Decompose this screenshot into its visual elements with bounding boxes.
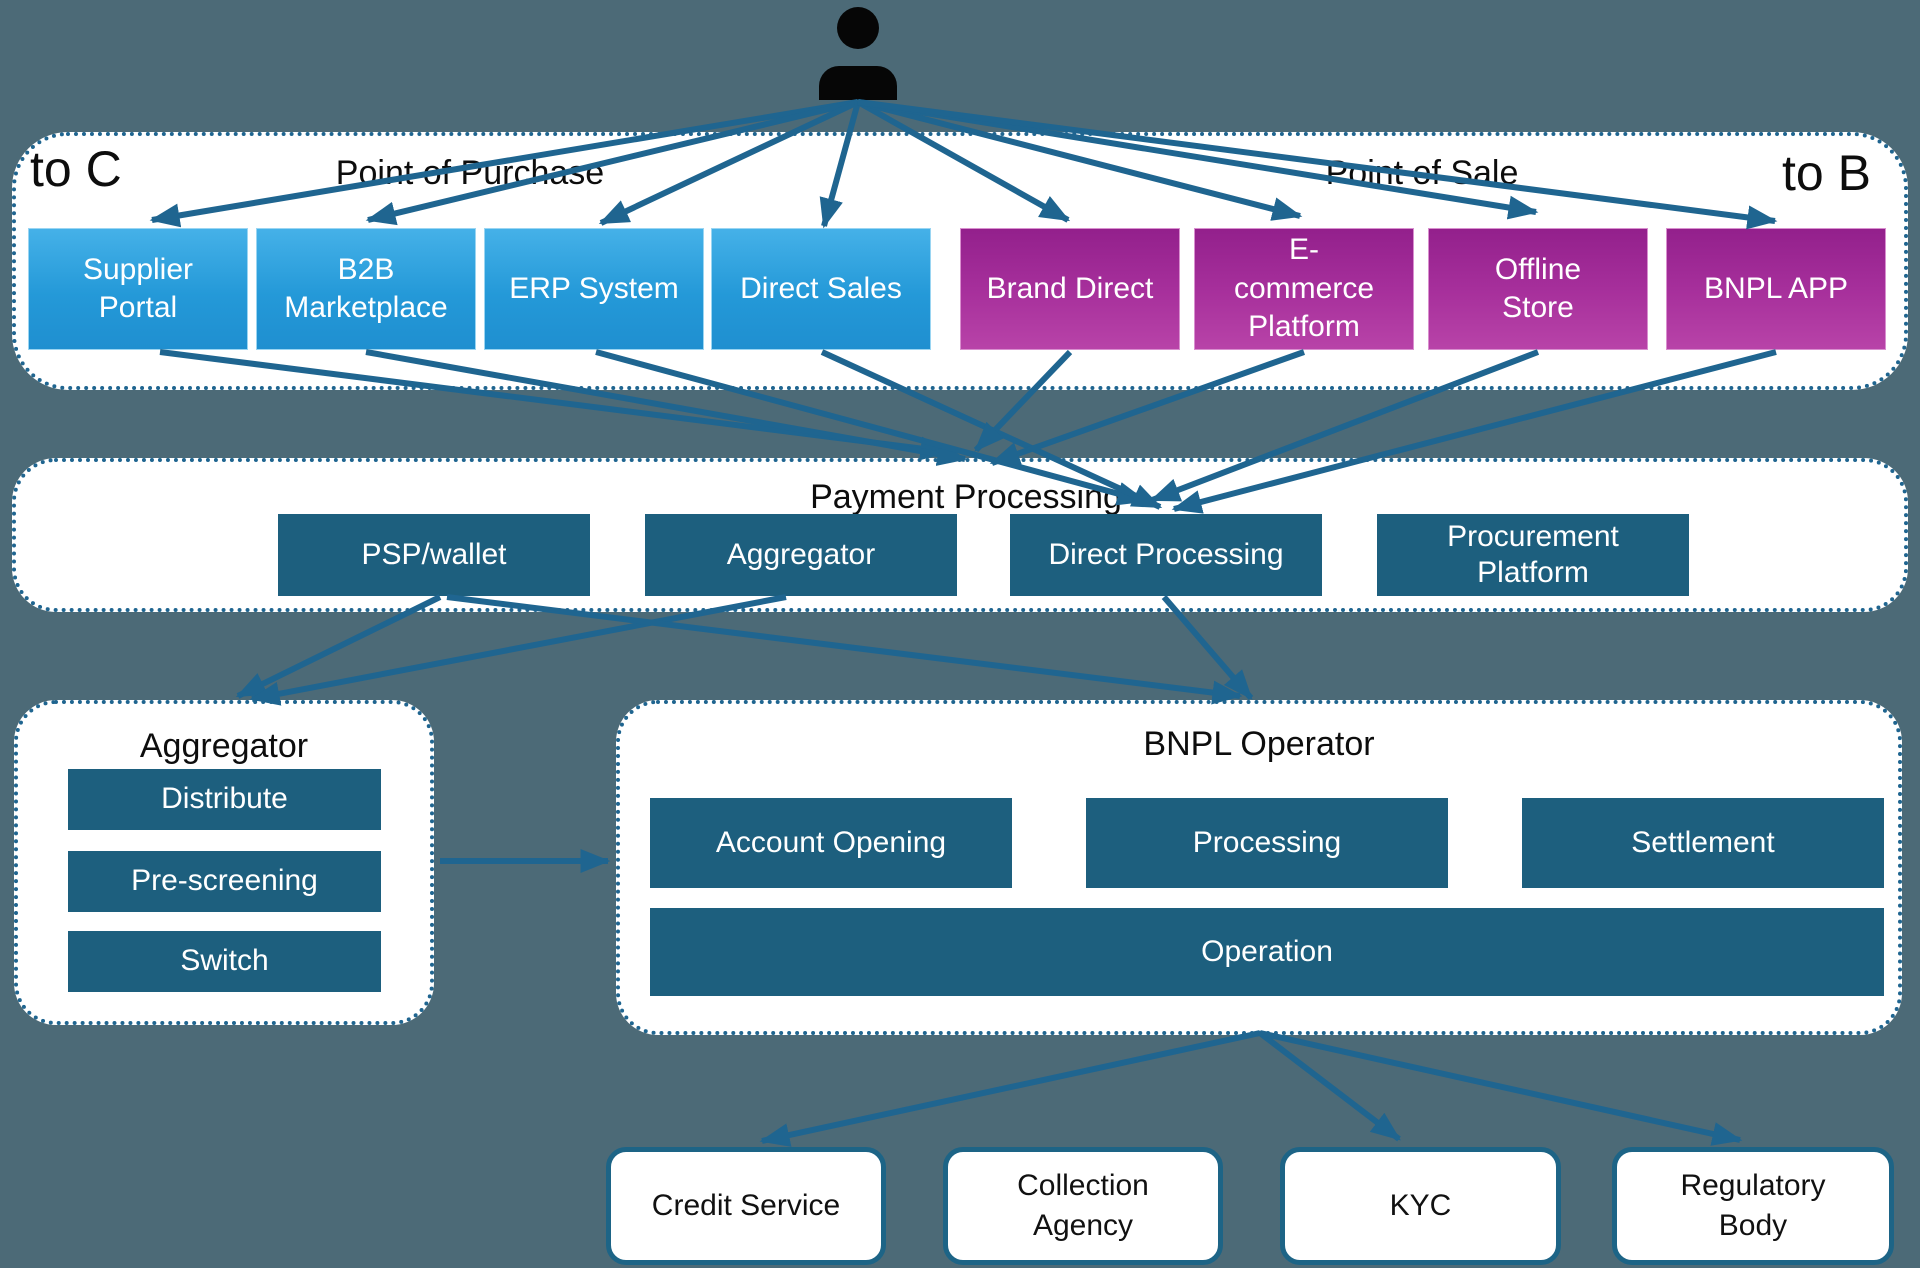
person-icon [819,7,897,100]
partner-credit-service: Credit Service [606,1147,886,1265]
aggregator-title: Aggregator [139,727,309,765]
payment-psp-wallet: PSP/wallet [278,514,590,596]
point-of-sale-label: Point of Sale [1325,154,1519,192]
to-c-label: to C [30,141,122,197]
to-b-label: to B [1782,145,1871,201]
aggregator-switch: Switch [68,931,381,992]
bnpl-account-opening: Account Opening [650,798,1012,888]
partner-collection-agency: Collection Agency [943,1147,1223,1265]
bnpl-operation: Operation [650,908,1884,996]
point-of-purchase-label: Point of Purchase [335,154,605,192]
bnpl-processing: Processing [1086,798,1448,888]
bnpl-operator-title: BNPL Operator [1143,725,1375,763]
channel-bnpl-app: BNPL APP [1666,228,1886,350]
aggregator-pre-screening: Pre-screening [68,851,381,912]
channel-erp-system: ERP System [484,228,704,350]
partner-regulatory-body: Regulatory Body [1612,1147,1894,1265]
channel-brand-direct: Brand Direct [960,228,1180,350]
partner-kyc: KYC [1280,1147,1561,1265]
channel-b2b-marketplace: B2B Marketplace [256,228,476,350]
payment-direct-processing: Direct Processing [1010,514,1322,596]
payment-processing-title: Payment Processing [810,478,1122,516]
aggregator-distribute: Distribute [68,769,381,830]
channel-offline-store: Offline Store [1428,228,1648,350]
channel-supplier-portal: Supplier Portal [28,228,248,350]
payment-procurement-platform: Procurement Platform [1377,514,1689,596]
bnpl-settlement: Settlement [1522,798,1884,888]
channel-direct-sales: Direct Sales [711,228,931,350]
channel-ecommerce-platform: E- commerce Platform [1194,228,1414,350]
payment-aggregator: Aggregator [645,514,957,596]
